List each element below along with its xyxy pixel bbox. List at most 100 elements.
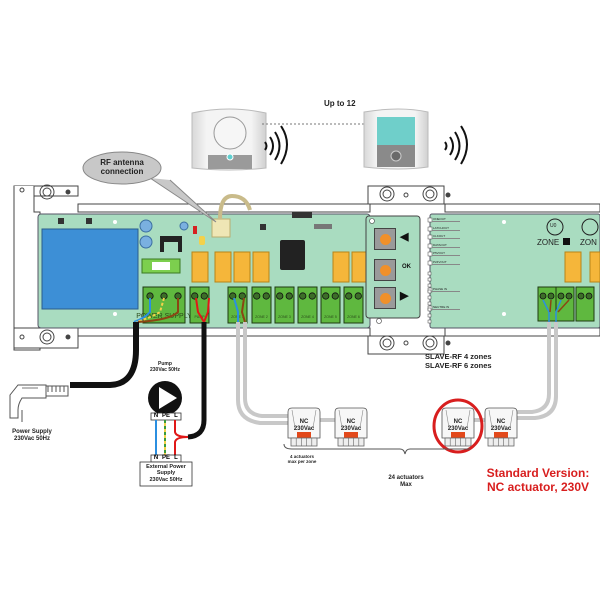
slave-pin-label: DATAOUT (433, 243, 447, 247)
terminal-block-zone-6: ZONE 6 (343, 286, 364, 324)
screw-icon (539, 292, 547, 300)
slave-pin-label: P24VOUT (433, 260, 447, 264)
terminal-block-zone-4: ZONE 4 (297, 286, 318, 324)
slave-pin: P24VOUT (427, 260, 460, 266)
ext-label-2: Supply (156, 470, 176, 477)
per-zone-note-2: max per zone (287, 459, 317, 465)
pump-terminals: N PE L (151, 413, 181, 420)
slave-pin: ONEOUT (427, 217, 460, 223)
ok-button[interactable] (374, 259, 396, 281)
slave-pin: CLKOUT (427, 234, 460, 240)
supply-terminal-n: N (153, 455, 159, 461)
actuator-type: NC (299, 419, 309, 425)
screw-icon (262, 292, 270, 300)
terminal-block-zone-2: ZONE 2 (251, 286, 272, 324)
power-plug-icon (9, 384, 69, 422)
screw-icon (299, 292, 307, 300)
screw-icon (354, 292, 362, 300)
pump-label: Pump 230Vac 50Hz (140, 361, 190, 374)
standard-version-note: Standard Version: NC actuator, 230V (472, 466, 600, 495)
wireless-signal-icon (444, 125, 468, 165)
pump-label-1: Pump (158, 361, 172, 367)
actuator-voltage: 230Vac (293, 425, 315, 432)
slave-pin-labels: ONEOUT LATCHOUT CLKOUT DATAOUT P5VOUT P24VOUT… (427, 217, 460, 324)
total-actuators-note: 24 actuators Max (376, 475, 436, 489)
screw-icon (577, 292, 585, 300)
screw-icon (557, 292, 565, 300)
screw-icon (285, 292, 293, 300)
total-note-1: 24 actuators (388, 475, 424, 481)
screw-icon (547, 292, 555, 300)
actuator-4 (484, 407, 518, 447)
digital-thermostat (363, 108, 429, 170)
screw-icon (229, 292, 237, 300)
highlight-circle (432, 398, 484, 454)
slave-pin-label: LATCHOUT (433, 226, 449, 230)
screw-icon (565, 292, 573, 300)
callout-line-1: RF antenna (100, 158, 144, 167)
power-plug-label: Power Supply 230Vac 50Hz (2, 429, 62, 443)
standard-version-line-1: Standard Version: (486, 466, 590, 480)
slave-pin-label: ONEOUT (433, 217, 446, 221)
zone-label: ZONE (537, 238, 560, 247)
terminal-label: ZONE 3 (278, 315, 291, 319)
slave-pin: LATCHOUT (427, 226, 460, 232)
ext-label-1: External Power (146, 464, 186, 470)
right-button[interactable] (374, 287, 396, 309)
actuator-1 (287, 407, 321, 447)
pump-cable (187, 322, 207, 440)
slave-caption-2: SLAVE-RF 6 zones (425, 360, 492, 370)
range-label: Up to 12 (324, 99, 356, 108)
slave-pin: DATAOUT (427, 243, 460, 249)
actuator-cables (236, 322, 558, 425)
screw-icon (253, 292, 261, 300)
screw-icon (308, 292, 316, 300)
actuator-voltage: 230Vac (340, 425, 362, 432)
left-arrow-icon: ◀ (400, 231, 409, 243)
terminal-label: POWER SUPPLY (136, 313, 192, 320)
brace (283, 443, 470, 455)
slave-pin-label: CLKOUT (433, 234, 445, 238)
zone-dial-label: U0 (550, 223, 557, 229)
pump-terminal-l: L (174, 413, 178, 419)
supply-terminal-l: L (174, 455, 178, 461)
slave-pin-label: P5VOUT (433, 251, 445, 255)
callout-text: RF antenna connection (88, 158, 156, 176)
terminal-label: ZONE 2 (255, 315, 268, 319)
terminal-label: ZONE 6 (347, 315, 360, 319)
plug-label-1: Power Supply (12, 429, 52, 435)
ext-label-3: 230Vac 50Hz (149, 476, 183, 483)
right-arrow-icon: ▶ (400, 290, 409, 302)
plug-label-2: 230Vac 50Hz (13, 435, 51, 442)
ok-label: OK (402, 264, 411, 270)
wireless-signal-icon (264, 125, 288, 165)
actuator-2 (334, 407, 368, 447)
terminal-block-zone-5: ZONE 5 (320, 286, 341, 324)
screw-icon (322, 292, 330, 300)
actuator-3 (441, 407, 475, 447)
supply-terminals: N PE L (151, 455, 181, 462)
left-button[interactable] (374, 228, 396, 250)
slave-caption-1: SLAVE-RF 4 zones (425, 352, 492, 361)
analog-thermostat (191, 108, 267, 171)
terminal-block-zone-3: ZONE 3 (274, 286, 295, 324)
zone-label-2: ZON (580, 238, 597, 247)
actuator-type: NC (496, 419, 506, 425)
screw-icon (331, 292, 339, 300)
terminal-label: PUMP (194, 315, 205, 319)
relays (191, 251, 369, 283)
screw-icon (238, 292, 246, 300)
power-cable (70, 322, 139, 388)
actuator-voltage: 230Vac (447, 425, 469, 432)
pump-terminal-n: N (153, 413, 159, 419)
actuators (287, 407, 518, 447)
actuator-type: NC (453, 419, 463, 425)
screw-icon (200, 292, 208, 300)
pump-label-2: 230Vac 50Hz (149, 366, 181, 373)
screw-icon (276, 292, 284, 300)
actuator-per-zone-note: 4 actuators max per zone (280, 454, 324, 464)
